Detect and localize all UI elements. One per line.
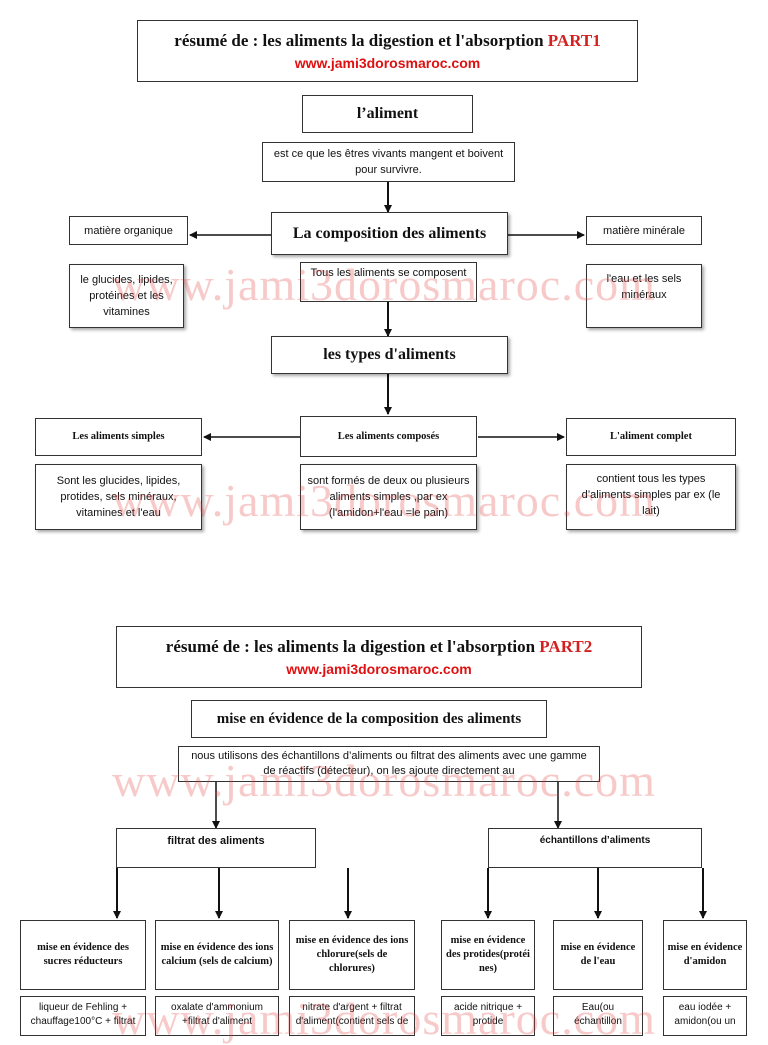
sucres-test-box: liqueur de Fehling + chauffage100°C + fi… (20, 996, 146, 1036)
aliment-box: l’aliment (302, 95, 473, 133)
organic-desc-box: le glucides, lipides, protéines et les v… (69, 264, 184, 328)
complete-box: L'aliment complet (566, 418, 736, 456)
part2-url: www.jami3dorosmaroc.com (286, 661, 472, 677)
composed-box: Les aliments composés (300, 416, 477, 457)
mise-en-evidence-box: mise en évidence de la composition des a… (191, 700, 547, 738)
simple-box: Les aliments simples (35, 418, 202, 456)
simple-desc-box: Sont les glucides, lipides, protides, se… (35, 464, 202, 530)
part1-title-part: PART1 (547, 31, 601, 50)
complete-desc-box: contient tous les types d’aliments simpl… (566, 464, 736, 530)
part2-title-part: PART2 (539, 637, 593, 656)
part2-title-box: résumé de : les aliments la digestion et… (116, 626, 642, 688)
mineral-box: matière minérale (586, 216, 702, 245)
protides-box: mise en évidence des protides(protéi nes… (441, 920, 535, 990)
part1-title: résumé de : les aliments la digestion et… (174, 31, 600, 51)
amidon-test-box: eau iodée + amidon(ou un (663, 996, 747, 1036)
chlorure-box: mise en évidence des ions chlorure(sels … (289, 920, 415, 990)
types-box: les types d'aliments (271, 336, 508, 374)
sucres-box: mise en évidence des sucres réducteurs (20, 920, 146, 990)
part1-title-box: résumé de : les aliments la digestion et… (137, 20, 638, 82)
eau-test-box: Eau(ou échantillon (553, 996, 643, 1036)
protides-test-box: acide nitrique + protide (441, 996, 535, 1036)
echantillons-box: échantillons d’aliments (488, 828, 702, 868)
amidon-box: mise en évidence d'amidon (663, 920, 747, 990)
all-composed-box: Tous les aliments se composent (300, 262, 477, 302)
connector-lines (113, 182, 707, 919)
part2-title-text: résumé de : les aliments la digestion et… (165, 637, 536, 656)
eau-box: mise en évidence de l'eau (553, 920, 643, 990)
composition-box: La composition des aliments (271, 212, 508, 255)
filtrat-box: filtrat des aliments (116, 828, 316, 868)
part1-url: www.jami3dorosmaroc.com (294, 55, 481, 71)
part1-title-text: résumé de : les aliments la digestion et… (174, 31, 544, 50)
organic-box: matière organique (69, 216, 188, 245)
calcium-box: mise en évidence des ions calcium (sels … (155, 920, 279, 990)
part2-title: résumé de : les aliments la digestion et… (166, 637, 592, 657)
composed-desc-box: sont formés de deux ou plusieurs aliment… (300, 464, 477, 530)
method-box: nous utilisons des échantillons d’alimen… (178, 746, 600, 782)
mineral-desc-box: l'eau et les sels minéraux (586, 264, 702, 328)
question-box: est ce que les êtres vivants mangent et … (262, 142, 515, 182)
calcium-test-box: oxalate d'ammonium +filtrat d'aliment (155, 996, 279, 1036)
chlorure-test-box: nitrate d'argent + filtrat d'aliment(con… (289, 996, 415, 1036)
